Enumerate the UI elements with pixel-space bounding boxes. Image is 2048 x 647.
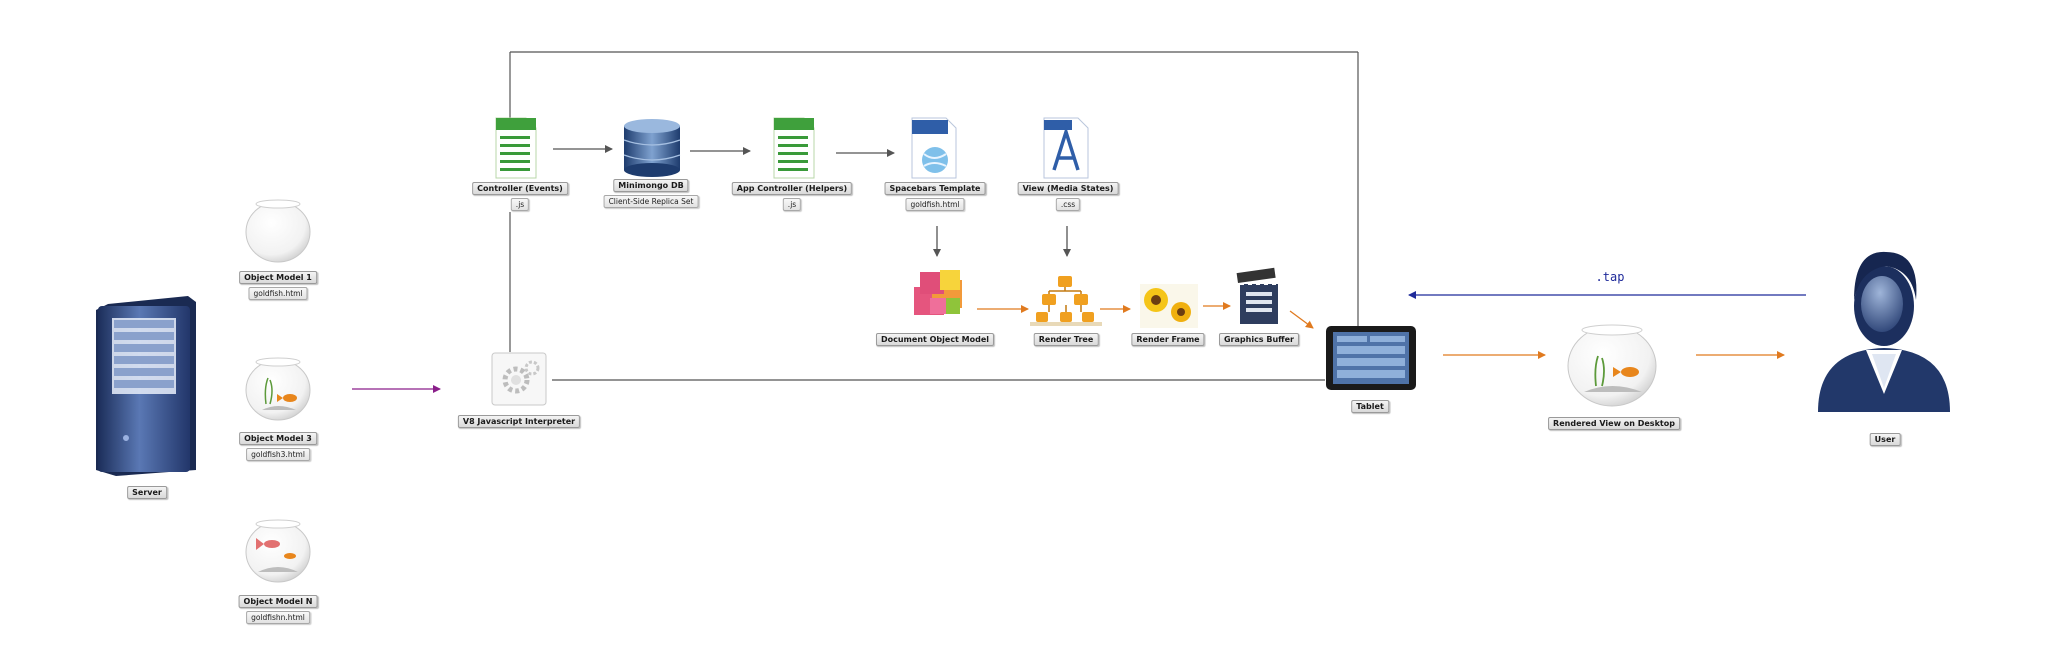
object-model-3-file: goldfish3.html	[246, 448, 310, 461]
object-model-1-label: Object Model 1	[239, 271, 317, 284]
render-frame-label: Render Frame	[1131, 333, 1205, 346]
client-frame	[509, 51, 1359, 381]
view-label: View (Media States)	[1017, 182, 1119, 195]
user-label: User	[1869, 433, 1901, 446]
blocks-icon	[914, 270, 962, 315]
object-model-n-file: goldfishn.html	[246, 611, 310, 624]
script-file-icon	[773, 117, 815, 179]
goldfish-bowl-icon	[245, 519, 311, 583]
object-model-1-file: goldfish.html	[248, 287, 308, 300]
controller-events-file: .js	[510, 198, 530, 211]
minimongo-label: Minimongo DB	[613, 179, 689, 192]
minimongo-file: Client-Side Replica Set	[603, 195, 699, 208]
database-icon	[623, 119, 681, 177]
rendered-view-label: Rendered View on Desktop	[1548, 417, 1680, 430]
spacebars-file: goldfish.html	[905, 198, 965, 211]
object-model-3-label: Object Model 3	[239, 432, 317, 445]
controller-events-label: Controller (Events)	[472, 182, 568, 195]
server-tower-icon	[96, 296, 196, 476]
server-label: Server	[127, 486, 167, 499]
font-file-icon	[1043, 117, 1089, 179]
script-file-icon	[495, 117, 537, 179]
film-clapper-icon	[1236, 267, 1278, 324]
spacebars-label: Spacebars Template	[884, 182, 986, 195]
html-file-icon	[911, 117, 957, 179]
empty-fishbowl-icon	[245, 199, 311, 263]
arrow-graphicsbuffer-to-tablet	[1289, 310, 1314, 329]
view-file: .css	[1055, 198, 1081, 211]
v8-label: V8 Javascript Interpreter	[457, 415, 581, 428]
object-model-n-label: Object Model N	[238, 595, 318, 608]
goldfish-bowl-icon	[245, 357, 311, 421]
dom-label: Document Object Model	[875, 333, 995, 346]
tap-event-label: .tap	[1595, 270, 1625, 284]
tablet-icon	[1326, 326, 1416, 390]
goldfish-bowl-icon	[1567, 324, 1657, 407]
gears-icon	[491, 352, 547, 406]
tablet-label: Tablet	[1351, 400, 1389, 413]
graphics-buffer-label: Graphics Buffer	[1218, 333, 1300, 346]
app-controller-file: .js	[782, 198, 802, 211]
tree-hierarchy-icon	[1030, 276, 1102, 326]
app-controller-label: App Controller (Helpers)	[731, 182, 853, 195]
user-silhouette-icon	[1818, 251, 1950, 412]
tap-event-label-container: .tap	[1595, 270, 1625, 284]
render-tree-label: Render Tree	[1033, 333, 1099, 346]
arrows	[352, 145, 1806, 393]
sunflowers-icon	[1140, 284, 1198, 328]
